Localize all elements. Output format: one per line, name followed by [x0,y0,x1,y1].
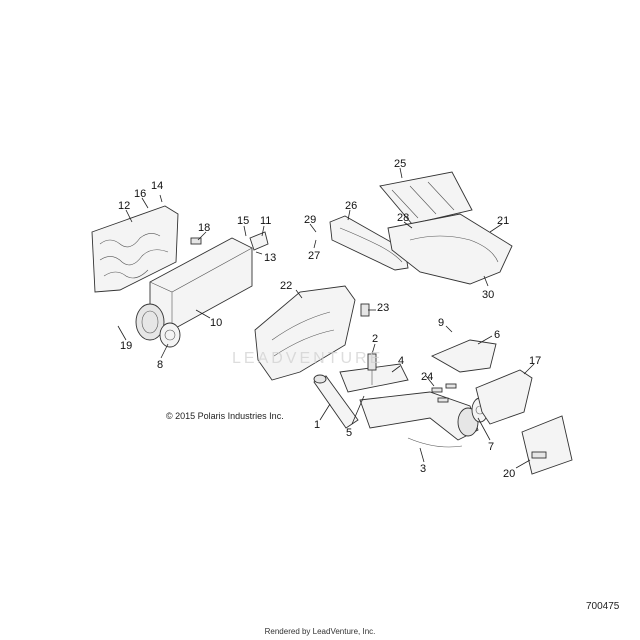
callout-7: 7 [488,441,494,453]
callout-1: 1 [314,419,320,431]
part-pipe-3 [359,391,479,448]
part-bracket-11 [249,231,269,251]
part-shield-4 [339,363,409,393]
callout-20: 20 [503,468,515,480]
part-pipe-1 [313,374,359,429]
part-heat-shield-22 [254,285,356,381]
callout-24: 24 [421,371,433,383]
callout-numbers: 1 2 3 4 5 6 7 8 9 10 11 12 13 14 15 16 1… [118,158,541,480]
part-heat-shield-26 [329,215,409,271]
callout-4: 4 [398,355,404,367]
callout-9: 9 [438,317,444,329]
callout-13: 13 [264,252,276,264]
callout-30: 30 [482,289,494,301]
watermark: LEADVENTURE [232,350,384,367]
callout-25: 25 [394,158,406,170]
callout-8: 8 [157,359,163,371]
callout-10: 10 [210,317,222,329]
drawing-number: 700475 [586,601,620,612]
copyright-text: © 2015 Polaris Industries Inc. [166,411,284,421]
part-shield-6 [430,339,497,373]
callout-18: 18 [198,222,210,234]
callout-29: 29 [304,214,316,226]
rendered-by-footer: Rendered by LeadVenture, Inc. [264,627,376,636]
part-muffler-10 [135,237,253,341]
part-plate-20 [521,415,573,475]
part-clip-23 [360,303,370,317]
callout-2: 2 [372,333,378,345]
callout-5: 5 [346,427,352,439]
callout-15: 15 [237,215,249,227]
callout-27: 27 [308,250,320,262]
callout-14: 14 [151,180,163,192]
part-flange-8 [159,322,181,348]
callout-12: 12 [118,200,130,212]
part-clamp-18 [190,237,202,245]
leader-lines [117,167,535,469]
callout-17: 17 [529,355,541,367]
callout-16: 16 [134,188,146,200]
part-heat-shield-12 [91,205,179,293]
callout-3: 3 [420,463,426,475]
part-heat-shield-25 [379,171,473,225]
callout-6: 6 [494,329,500,341]
callout-26: 26 [345,200,357,212]
callout-28: 28 [397,212,409,224]
callout-23: 23 [377,302,389,314]
callout-21: 21 [497,215,509,227]
part-shield-17 [475,369,533,425]
callout-19: 19 [120,340,132,352]
callout-22: 22 [280,280,292,292]
callout-11: 11 [260,215,271,227]
part-bolts-24 [431,383,457,403]
part-heat-shield-21 [387,213,513,285]
